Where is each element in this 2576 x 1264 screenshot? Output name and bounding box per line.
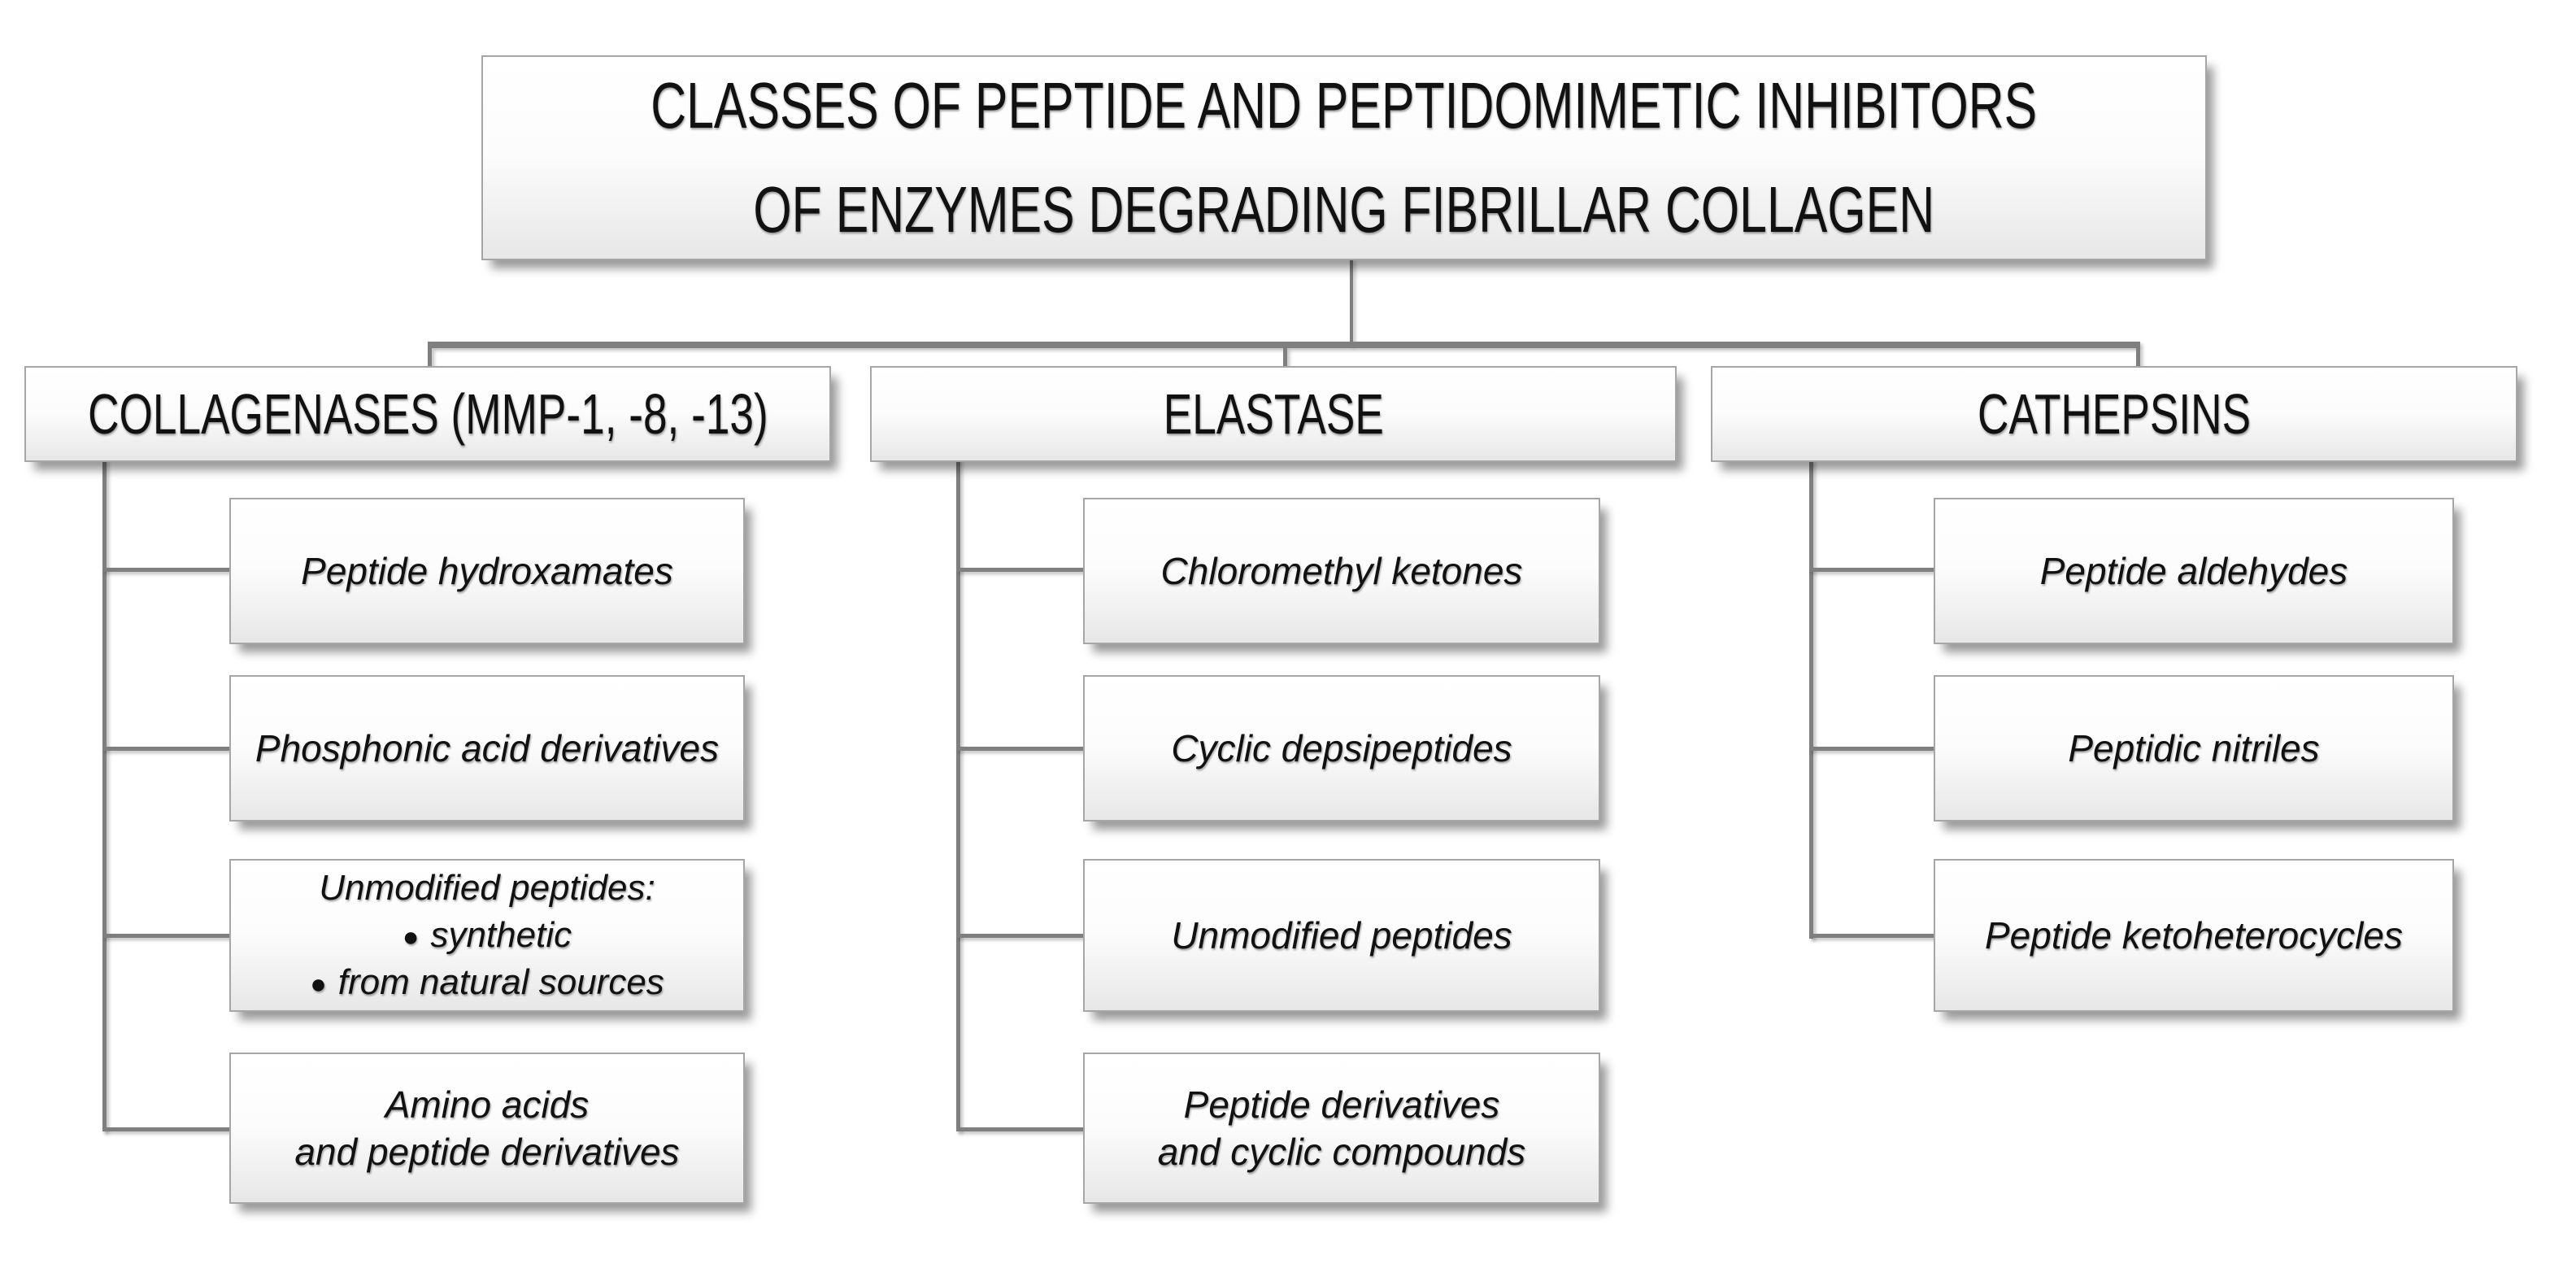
child-label: Chloromethyl ketones [1160, 549, 1523, 592]
child-box-peptide-derivatives-and-cyclic-compounds: Peptide derivatives and cyclic compounds [1083, 1053, 1600, 1204]
child-box-unmodified-peptides: Unmodified peptides [1083, 859, 1600, 1012]
bullet-icon: ● [402, 921, 420, 952]
child-box-peptide-hydroxamates: Peptide hydroxamates [229, 498, 745, 644]
stub-elastase-1 [956, 568, 1086, 572]
child-box-unmodified-peptides-bullets: Unmodified peptides: ● synthetic ● from na… [229, 859, 745, 1012]
child-label-line-1: Peptide derivatives [1183, 1083, 1500, 1126]
child-label: Cyclic depsipeptides [1171, 726, 1512, 769]
bullet-item-label: synthetic [430, 914, 572, 955]
header-box-elastase: ELASTASE [870, 366, 1677, 462]
stub-collagenases-1 [102, 568, 233, 572]
bullet-item-synthetic: ● synthetic [402, 912, 572, 959]
connector-branch-line [428, 342, 2140, 348]
connector-title-stem [1350, 259, 1353, 345]
header-label-collagenases: COLLAGENASES (MMP-1, -8, -13) [87, 382, 768, 446]
child-box-peptide-aldehydes: Peptide aldehydes [1934, 498, 2454, 644]
title-line-2: OF ENZYMES DEGRADING FIBRILLAR COLLAGEN [753, 173, 1935, 246]
child-box-peptidic-nitriles: Peptidic nitriles [1934, 675, 2454, 822]
header-label-cathepsins: CATHEPSINS [1977, 382, 2252, 446]
child-box-chloromethyl-ketones: Chloromethyl ketones [1083, 498, 1600, 644]
child-label-line-2: and cyclic compounds [1157, 1131, 1526, 1173]
stub-cathepsins-1 [1809, 568, 1937, 572]
stub-cathepsins-2 [1809, 747, 1937, 751]
stub-cathepsins-3 [1809, 934, 1937, 938]
child-label-line-1: Amino acids [385, 1083, 590, 1126]
child-label: Peptide aldehydes [2039, 549, 2348, 592]
stub-collagenases-3 [102, 934, 233, 938]
connector-drop-collagenases [428, 348, 432, 369]
child-label-line-2: and peptide derivatives [294, 1131, 680, 1173]
connector-drop-cathepsins [2136, 348, 2140, 369]
stub-collagenases-2 [102, 747, 233, 751]
child-label: Peptide ketoheterocycles [1985, 913, 2403, 957]
child-box-peptide-ketoheterocycles: Peptide ketoheterocycles [1934, 859, 2454, 1012]
child-box-phosphonic-acid-derivatives: Phosphonic acid derivatives [229, 675, 745, 822]
connector-drop-elastase [1283, 348, 1287, 369]
header-box-collagenases: COLLAGENASES (MMP-1, -8, -13) [24, 366, 831, 462]
child-label: Peptidic nitriles [2068, 726, 2320, 769]
child-label: Unmodified peptides [1171, 913, 1512, 957]
child-label: Peptide hydroxamates [301, 549, 673, 592]
trunk-elastase [956, 459, 960, 1131]
bullet-item-from-natural-sources: ● from natural sources [310, 959, 664, 1006]
stub-collagenases-4 [102, 1127, 233, 1131]
child-box-cyclic-depsipeptides: Cyclic depsipeptides [1083, 675, 1600, 822]
child-label: Phosphonic acid derivatives [255, 726, 720, 769]
bullet-item-label: from natural sources [337, 962, 664, 1003]
bullet-icon: ● [310, 968, 327, 1000]
stub-elastase-4 [956, 1127, 1086, 1131]
stub-elastase-3 [956, 934, 1086, 938]
header-box-cathepsins: CATHEPSINS [1711, 366, 2517, 462]
trunk-cathepsins [1809, 459, 1813, 939]
bullet-box-heading: Unmodified peptides: [319, 867, 655, 908]
title-box: CLASSES OF PEPTIDE AND PEPTIDOMIMETIC IN… [481, 55, 2207, 260]
header-label-elastase: ELASTASE [1163, 382, 1384, 446]
title-line-1: CLASSES OF PEPTIDE AND PEPTIDOMIMETIC IN… [651, 69, 2038, 142]
trunk-collagenases [102, 459, 107, 1131]
stub-elastase-2 [956, 747, 1086, 751]
child-box-amino-acids-and-peptide-derivatives: Amino acids and peptide derivatives [229, 1053, 745, 1204]
